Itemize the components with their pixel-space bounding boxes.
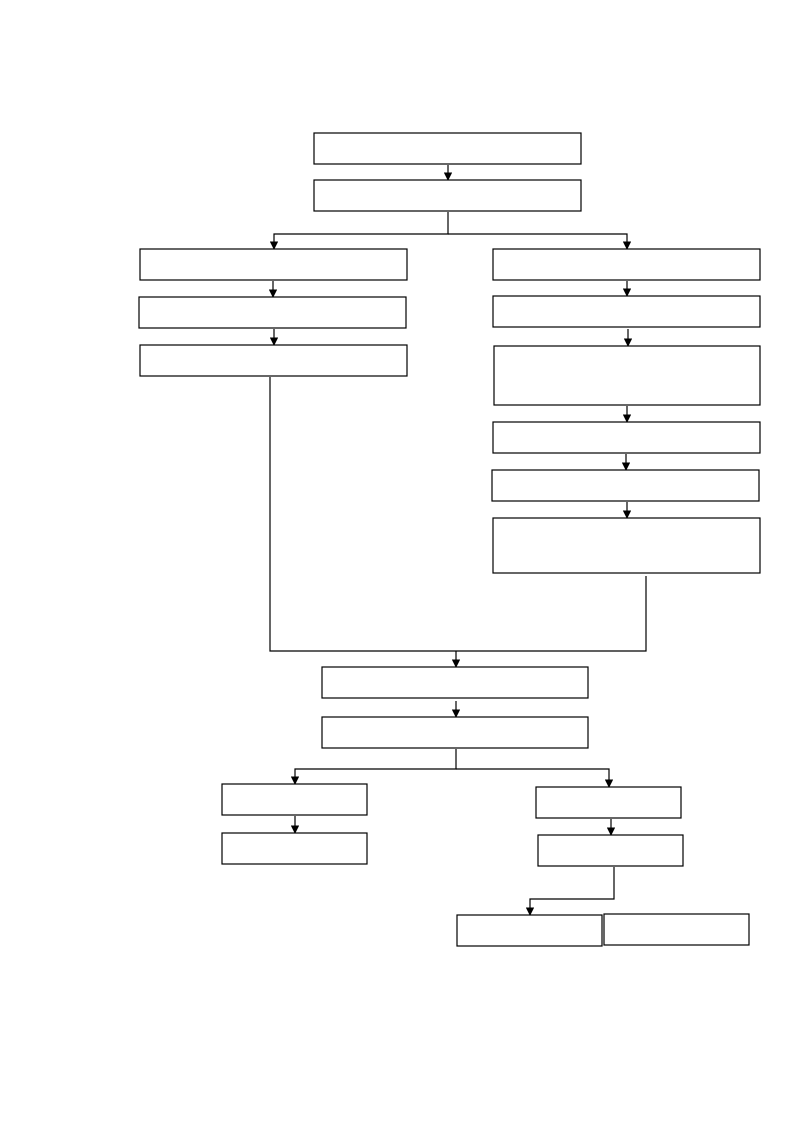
node-layer xyxy=(138,132,761,947)
flow-box-r6 xyxy=(492,517,761,574)
flow-box-bl1 xyxy=(221,783,368,816)
connector-n2-to-r1 xyxy=(448,233,632,250)
flow-box-r4 xyxy=(492,421,761,454)
flow-box-outline xyxy=(313,179,582,212)
flow-box-r1 xyxy=(492,248,761,281)
flow-box-outline xyxy=(492,295,761,328)
flow-box-outline xyxy=(493,345,761,406)
flow-box-outline xyxy=(321,716,589,749)
connector-m2-to-br1 xyxy=(290,749,457,785)
flow-box-br1 xyxy=(535,786,682,819)
flow-box-outline xyxy=(139,344,408,377)
flow-box-n1 xyxy=(313,132,582,165)
flow-box-outline xyxy=(138,296,407,329)
flow-box-f1 xyxy=(456,914,603,947)
flow-box-outline xyxy=(492,421,761,454)
flow-box-outline xyxy=(491,469,760,502)
flow-box-outline xyxy=(456,914,603,947)
connector-r6-to-m1 xyxy=(456,576,647,652)
flow-box-bl2 xyxy=(221,832,368,865)
flow-box-r3 xyxy=(493,345,761,406)
flow-box-outline xyxy=(492,248,761,281)
connector-layer xyxy=(268,165,647,916)
flow-box-outline xyxy=(139,248,408,281)
connector-bl1-to-bl2 xyxy=(456,768,614,788)
flow-box-m2 xyxy=(321,716,589,749)
flow-box-l1 xyxy=(139,248,408,281)
flow-box-br2 xyxy=(537,834,684,867)
flow-box-r5 xyxy=(491,469,760,502)
flow-box-outline xyxy=(221,783,368,816)
flow-box-n2 xyxy=(313,179,582,212)
flow-box-outline xyxy=(537,834,684,867)
flow-box-outline xyxy=(603,913,750,946)
flow-box-l2 xyxy=(138,296,407,329)
flow-box-m1 xyxy=(321,666,589,699)
connector-l3-to-m1 xyxy=(269,377,456,652)
flow-box-outline xyxy=(535,786,682,819)
connector-n2-to-l1 xyxy=(269,212,449,250)
flow-box-outline xyxy=(492,517,761,574)
flow-box-outline xyxy=(221,832,368,865)
flow-box-outline xyxy=(321,666,589,699)
flow-box-l3 xyxy=(139,344,408,377)
flow-box-r2 xyxy=(492,295,761,328)
flow-box-outline xyxy=(313,132,582,165)
flow-box-f2 xyxy=(603,913,750,946)
connector-br2-to-f2 xyxy=(525,867,615,916)
